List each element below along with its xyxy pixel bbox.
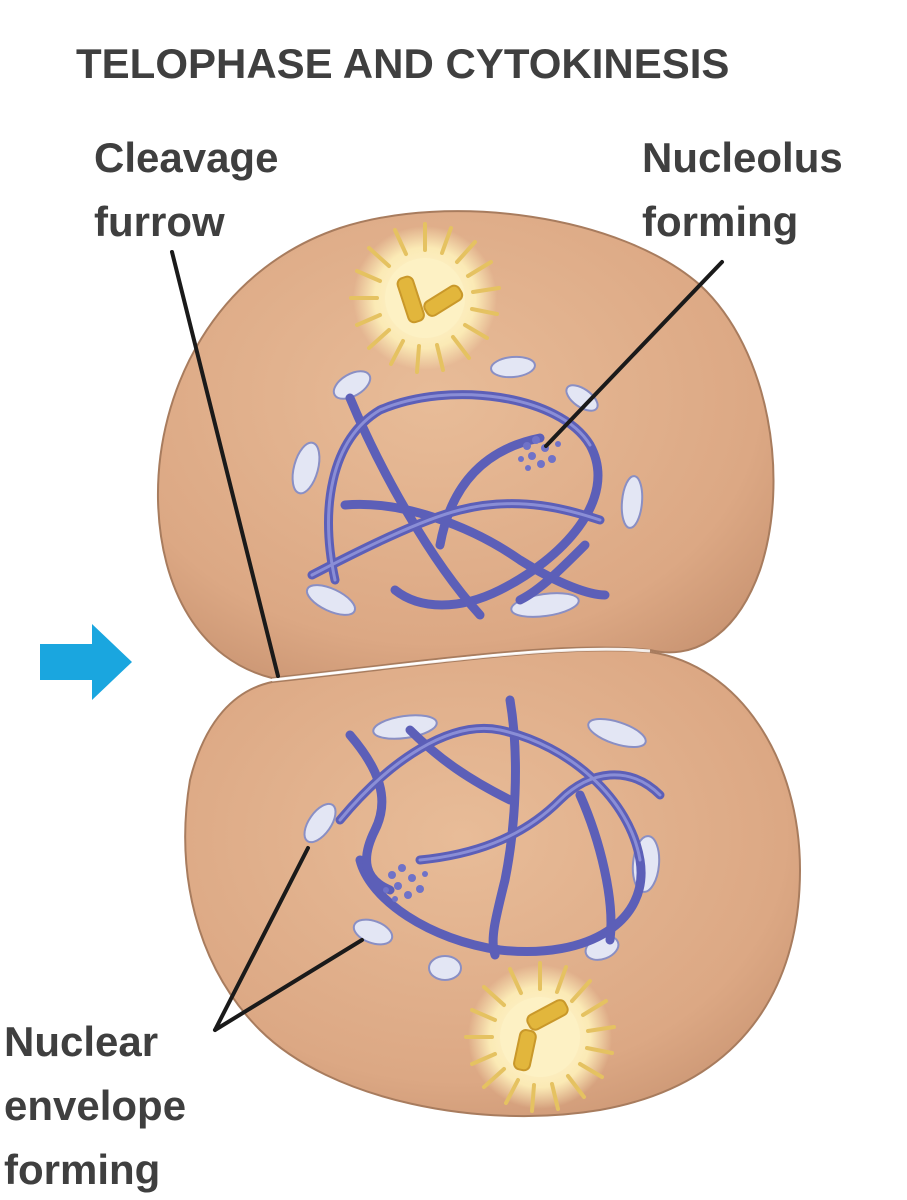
centrosome-icon [349,222,501,374]
lower-nucleolus [383,864,428,902]
cleavage-furrow-leader [170,250,280,678]
upper-nuclear-envelope-fragments [291,355,644,618]
arrow-right-icon [40,624,132,700]
centrosome-icon [464,961,616,1113]
nucleolus-forming-label: Nucleolus forming [642,134,854,245]
nuclear-envelope-forming-label: Nuclear envelope forming [4,1018,198,1193]
dividing-cell [156,210,802,1118]
lower-chromosome-highlights [338,727,662,862]
nuclear-envelope-leader-lower [213,938,364,1032]
diagram-title: TELOPHASE AND CYTOKINESIS [76,40,729,87]
cleavage-furrow-label: Cleavage furrow [94,134,290,245]
nuclear-envelope-leader-upper [213,846,310,1032]
upper-chromosome-highlights [310,393,602,582]
leader-lines [170,250,724,1032]
nucleolus-forming-leader [544,260,724,448]
cleavage-furrow [271,647,651,682]
